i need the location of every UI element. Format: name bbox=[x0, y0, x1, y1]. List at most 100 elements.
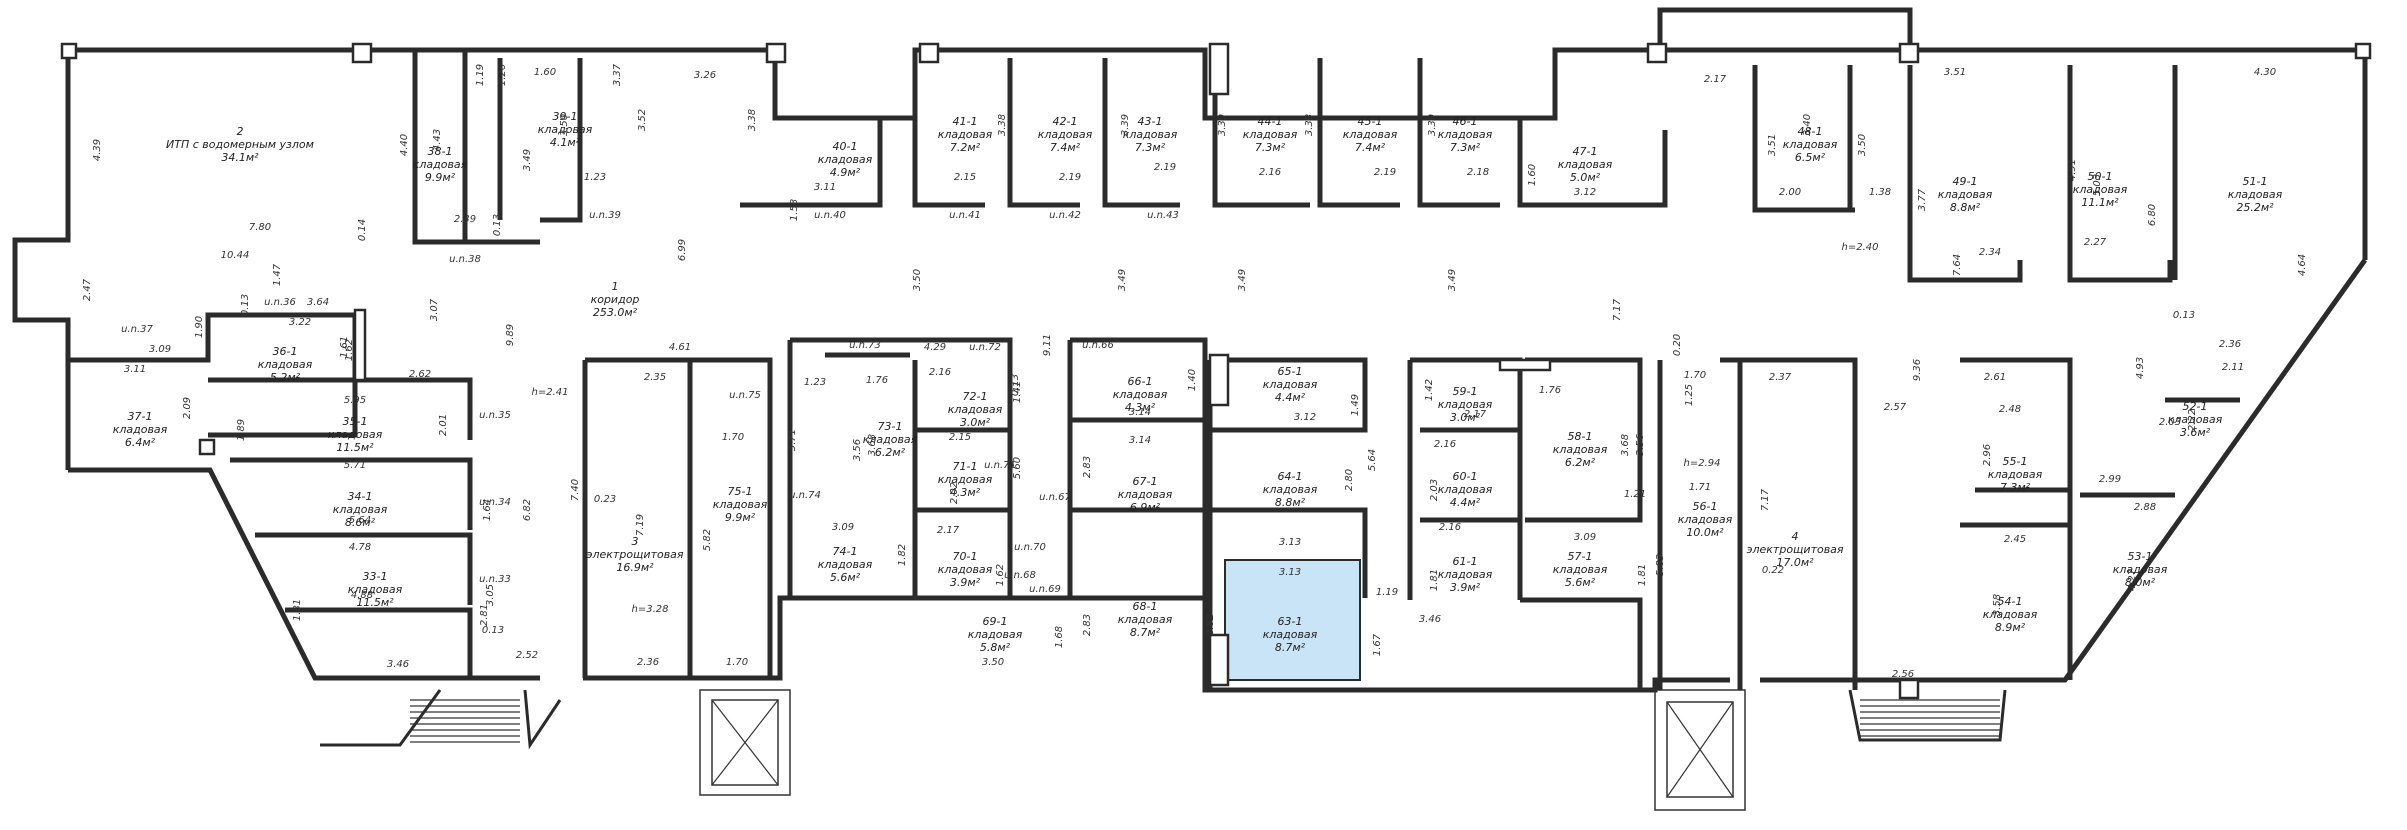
label-up33: u.n.33 bbox=[479, 574, 511, 585]
dimension-label: 3.50 bbox=[1857, 134, 1868, 156]
room-63-1-highlight[interactable] bbox=[1224, 559, 1361, 681]
room-label-line: 41-1 bbox=[953, 115, 978, 128]
room-label-line: кладовая bbox=[1123, 128, 1178, 141]
room-label-line: 3.6м² bbox=[2180, 426, 2211, 439]
dimension-label: 1.81 bbox=[1637, 564, 1648, 586]
room-label-line: 51-1 bbox=[2243, 175, 2268, 188]
room-label-line: 8.6м² bbox=[345, 516, 376, 529]
dimension-label: 2.15 bbox=[949, 432, 971, 443]
dimension-label: 1.23 bbox=[584, 172, 606, 183]
room-label-line: ИТП с водомерным узлом bbox=[166, 138, 314, 151]
dimension-label: 2.45 bbox=[2004, 534, 2026, 545]
room-label-line: кладовая bbox=[2113, 563, 2168, 576]
room-label-line: 253.0м² bbox=[593, 306, 638, 319]
room-label-line: 6.5м² bbox=[1795, 151, 1826, 164]
dimension-label: 3.38 bbox=[997, 114, 1008, 136]
room-label-line: 16.9м² bbox=[616, 561, 654, 574]
room-label-line: кладовая bbox=[863, 433, 918, 446]
dimension-label: 9.36 bbox=[1912, 359, 1923, 381]
room-label-line: 43-1 bbox=[1138, 115, 1163, 128]
dimension-label: 9.89 bbox=[505, 324, 516, 346]
dimension-label: 3.51 bbox=[1767, 134, 1778, 156]
dimension-label: 4.61 bbox=[669, 342, 691, 353]
shaft-left bbox=[699, 689, 791, 796]
dimension-label: 3.50 bbox=[912, 269, 923, 291]
dimension-label: 1.19 bbox=[1376, 587, 1398, 598]
dimension-label: 2.02 bbox=[949, 482, 960, 504]
dimension-label: 2.16 bbox=[1259, 167, 1281, 178]
dimension-label: 3.26 bbox=[694, 70, 716, 81]
dimension-label: 3.13 bbox=[1279, 567, 1301, 578]
room-label-line: 36-1 bbox=[273, 345, 298, 358]
room-label-line: 58-1 bbox=[1568, 430, 1593, 443]
room-label-line: 42-1 bbox=[1053, 115, 1078, 128]
label-up42: u.n.42 bbox=[1049, 210, 1081, 221]
dimension-label: 2.36 bbox=[2219, 339, 2241, 350]
dimension-label: 1.42 bbox=[1424, 379, 1435, 401]
room-label-line: 7.2м² bbox=[950, 141, 981, 154]
room-label-line: 59-1 bbox=[1453, 385, 1478, 398]
room-label-line: кладовая bbox=[1118, 613, 1173, 626]
dimension-label: 3.68 bbox=[1620, 434, 1631, 456]
dimension-label: 1.60 bbox=[534, 67, 556, 78]
dimension-label: 1.89 bbox=[236, 419, 247, 441]
dimension-label: 3.46 bbox=[1419, 614, 1441, 625]
room-label-line: 66-1 bbox=[1128, 375, 1153, 388]
dimension-label: 3.38 bbox=[1304, 114, 1315, 136]
room-label-line: 33-1 bbox=[363, 570, 388, 583]
room-label-line: 3.0м² bbox=[960, 416, 991, 429]
room-label-line: кладовая bbox=[938, 563, 993, 576]
dimension-label: 1.70 bbox=[722, 432, 744, 443]
room-label-line: кладовая bbox=[413, 158, 468, 171]
label-up70: u.n.70 bbox=[1014, 542, 1046, 553]
room-label-line: 7.3м² bbox=[2000, 481, 2031, 494]
room-label-line: кладовая bbox=[1038, 128, 1093, 141]
dimension-label: 1.82 bbox=[897, 544, 908, 566]
room-label-line: 7.3м² bbox=[1135, 141, 1166, 154]
dimension-label: 5.71 bbox=[344, 460, 366, 471]
room-label-line: 70-1 bbox=[953, 550, 978, 563]
room-label-line: кладовая bbox=[1438, 483, 1493, 496]
dimension-label: 4.29 bbox=[924, 342, 946, 353]
dimension-label: 2.19 bbox=[1059, 172, 1081, 183]
top-partitions bbox=[412, 50, 2178, 283]
room-label-line: 34.1м² bbox=[221, 151, 259, 164]
room-label-line: 6.4м² bbox=[125, 436, 156, 449]
dimension-label: 3.39 bbox=[1120, 114, 1131, 136]
room-label-line: 65-1 bbox=[1278, 365, 1303, 378]
dimension-label: 1.81 bbox=[292, 599, 303, 621]
room-label-line: кладовая bbox=[1783, 138, 1838, 151]
dimension-label: 2.03 bbox=[1429, 479, 1440, 501]
dimension-label: 2.01 bbox=[438, 414, 449, 436]
dimension-label: 0.14 bbox=[357, 219, 368, 241]
room-label-line: 68-1 bbox=[1133, 600, 1158, 613]
room-label-line: кладовая bbox=[538, 123, 593, 136]
room-label-line: электрощитовая bbox=[1746, 543, 1843, 556]
dimension-label: 3.13 bbox=[1279, 537, 1301, 548]
room-label-line: 10.0м² bbox=[1686, 526, 1724, 539]
room-label-line: 8.9м² bbox=[1995, 621, 2026, 634]
label-h4: h=3.28 bbox=[632, 604, 669, 615]
room-label-line: кладовая bbox=[1263, 483, 1318, 496]
room-label-line: 71-1 bbox=[953, 460, 978, 473]
dimension-label: 9.11 bbox=[1042, 334, 1053, 356]
dimension-label: 3.68 bbox=[867, 434, 878, 456]
dimension-label: 2.17 bbox=[1464, 409, 1487, 420]
dimension-label: 4.93 bbox=[2135, 357, 2146, 379]
